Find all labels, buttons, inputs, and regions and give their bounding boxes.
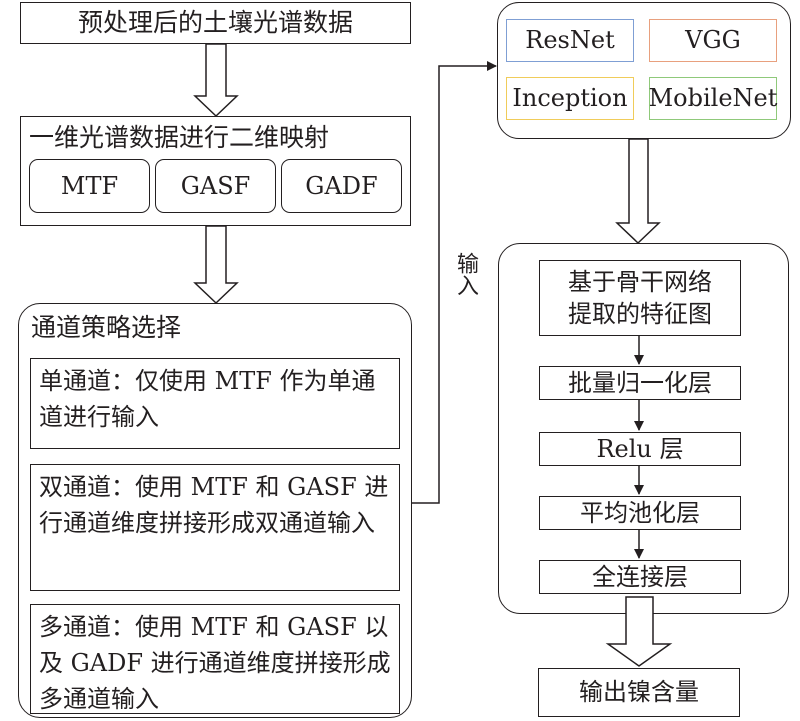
- backbone-inception: Inception: [506, 77, 634, 120]
- method-gasf: GASF: [155, 159, 276, 213]
- layer-label: 平均池化层: [580, 498, 700, 527]
- backbone-label: Inception: [512, 84, 628, 113]
- network-head-group: 基于骨干网络提取的特征图 批量归一化层 Relu 层 平均池化层 全连接层: [498, 243, 789, 614]
- method-label: GADF: [305, 171, 378, 200]
- fc-layer: 全连接层: [539, 560, 741, 594]
- avgpool-layer: 平均池化层: [539, 496, 741, 530]
- input-label-text: 输入: [453, 252, 478, 296]
- backbone-label: ResNet: [525, 26, 615, 55]
- channel-strategy-group: 通道策略选择 单通道：仅使用 MTF 作为单通道进行输入 双通道：使用 MTF …: [18, 303, 412, 718]
- 2d-mapping-title: 一维光谱数据进行二维映射: [29, 123, 330, 152]
- input-connector-label: 输入: [449, 252, 481, 296]
- method-gadf: GADF: [281, 159, 402, 213]
- backbone-label: VGG: [685, 26, 741, 55]
- relu-layer: Relu 层: [539, 432, 741, 466]
- option-text: 单通道：仅使用 MTF 作为单通道进行输入: [39, 367, 376, 431]
- layer-label: 批量归一化层: [568, 368, 712, 397]
- single-channel-option: 单通道：仅使用 MTF 作为单通道进行输入: [30, 358, 400, 449]
- backbone-group: ResNet VGG Inception MobileNet: [497, 2, 791, 139]
- method-mtf: MTF: [29, 159, 150, 213]
- preprocessed-spectral-data-box: 预处理后的土壤光谱数据: [20, 2, 411, 44]
- preprocessed-spectral-data-label: 预处理后的土壤光谱数据: [77, 8, 353, 37]
- layer-label: Relu 层: [596, 434, 684, 463]
- hollow-arrow-3: [615, 138, 661, 245]
- layer-label: 基于骨干网络提取的特征图: [568, 267, 712, 328]
- 2d-mapping-group: 一维光谱数据进行二维映射 MTF GASF GADF: [20, 116, 411, 226]
- batchnorm-layer: 批量归一化层: [539, 366, 741, 400]
- backbone-resnet: ResNet: [506, 19, 634, 62]
- method-label: GASF: [180, 171, 251, 200]
- layer-label: 全连接层: [592, 562, 688, 591]
- backbone-label: MobileNet: [648, 84, 778, 113]
- dual-channel-option: 双通道：使用 MTF 和 GASF 进行通道维度拼接形成双通道输入: [30, 464, 400, 591]
- hollow-arrow-2: [193, 225, 239, 305]
- feature-map-layer: 基于骨干网络提取的特征图: [539, 260, 741, 336]
- hollow-arrow-1: [193, 43, 239, 118]
- backbone-vgg: VGG: [649, 19, 777, 62]
- output-nickel-content-box: 输出镍含量: [538, 668, 740, 717]
- method-label: MTF: [60, 171, 119, 200]
- backbone-mobilenet: MobileNet: [649, 77, 777, 120]
- option-text: 多通道：使用 MTF 和 GASF 以及 GADF 进行通道维度拼接形成多通道输…: [39, 613, 391, 713]
- channel-strategy-title: 通道策略选择: [31, 313, 182, 342]
- output-label: 输出镍含量: [579, 678, 699, 707]
- option-text: 双通道：使用 MTF 和 GASF 进行通道维度拼接形成双通道输入: [39, 473, 389, 537]
- multi-channel-option: 多通道：使用 MTF 和 GASF 以及 GADF 进行通道维度拼接形成多通道输…: [30, 604, 400, 714]
